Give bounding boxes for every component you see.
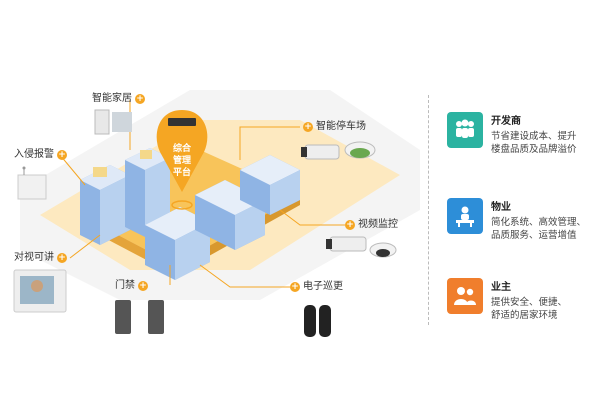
plus-icon: + <box>290 282 300 292</box>
smart-home-label: 智能家居+ <box>92 93 145 104</box>
video-intercom-label: 对视可讲+ <box>14 252 67 263</box>
access-control-label: 门禁+ <box>115 280 148 291</box>
intrusion-alarm-label: 入侵报警+ <box>14 149 67 160</box>
role-title: 物业 <box>491 202 511 213</box>
server-icon <box>168 118 196 126</box>
building-center <box>125 148 170 237</box>
building-parking <box>240 155 300 215</box>
patrol-stick-icon <box>304 305 331 337</box>
surveillance-dome-icon <box>369 242 397 258</box>
access-reader-icon <box>115 300 164 334</box>
plus-icon: + <box>57 253 67 263</box>
role-desc: 简化系统、高效管理、 品质服务、运营增值 <box>491 217 587 241</box>
role-title: 开发商 <box>491 116 521 127</box>
video-surveillance-label: +视频监控 <box>345 219 398 230</box>
plus-icon: + <box>57 150 67 160</box>
role-owner: 业主 提供安全、便捷、 舒适的居家环境 <box>447 278 567 322</box>
plus-icon: + <box>303 122 313 132</box>
role-property: 物业 简化系统、高效管理、 品质服务、运营增值 <box>447 198 586 242</box>
alarm-box-icon <box>17 166 47 200</box>
role-desc: 节省建设成本、提升 楼盘品质及品牌溢价 <box>491 131 577 155</box>
dashed-divider <box>428 95 429 325</box>
smart-home-device-icon <box>94 109 132 135</box>
connector-lines <box>59 100 345 288</box>
platform-label: 综合 管理 平台 <box>172 144 191 178</box>
presenter-icon <box>447 198 483 234</box>
smart-parking-label: +智能停车场 <box>303 121 366 132</box>
role-title: 业主 <box>491 282 511 293</box>
building-left <box>80 165 130 245</box>
intercom-monitor-icon <box>13 269 67 313</box>
dome-camera-icon <box>344 141 376 159</box>
e-patrol-label: +电子巡更 <box>290 281 343 292</box>
surveillance-bullet-icon <box>326 236 367 252</box>
building-front <box>145 207 210 280</box>
role-developer: 开发商 节省建设成本、提升 楼盘品质及品牌溢价 <box>447 112 577 156</box>
platform-pin <box>156 110 208 210</box>
plus-icon: + <box>345 220 355 230</box>
plus-icon: + <box>135 94 145 104</box>
role-desc: 提供安全、便捷、 舒适的居家环境 <box>491 297 568 321</box>
plus-icon: + <box>138 281 148 291</box>
bullet-camera-icon <box>301 144 340 160</box>
people-icon <box>447 278 483 314</box>
group-icon <box>447 112 483 148</box>
